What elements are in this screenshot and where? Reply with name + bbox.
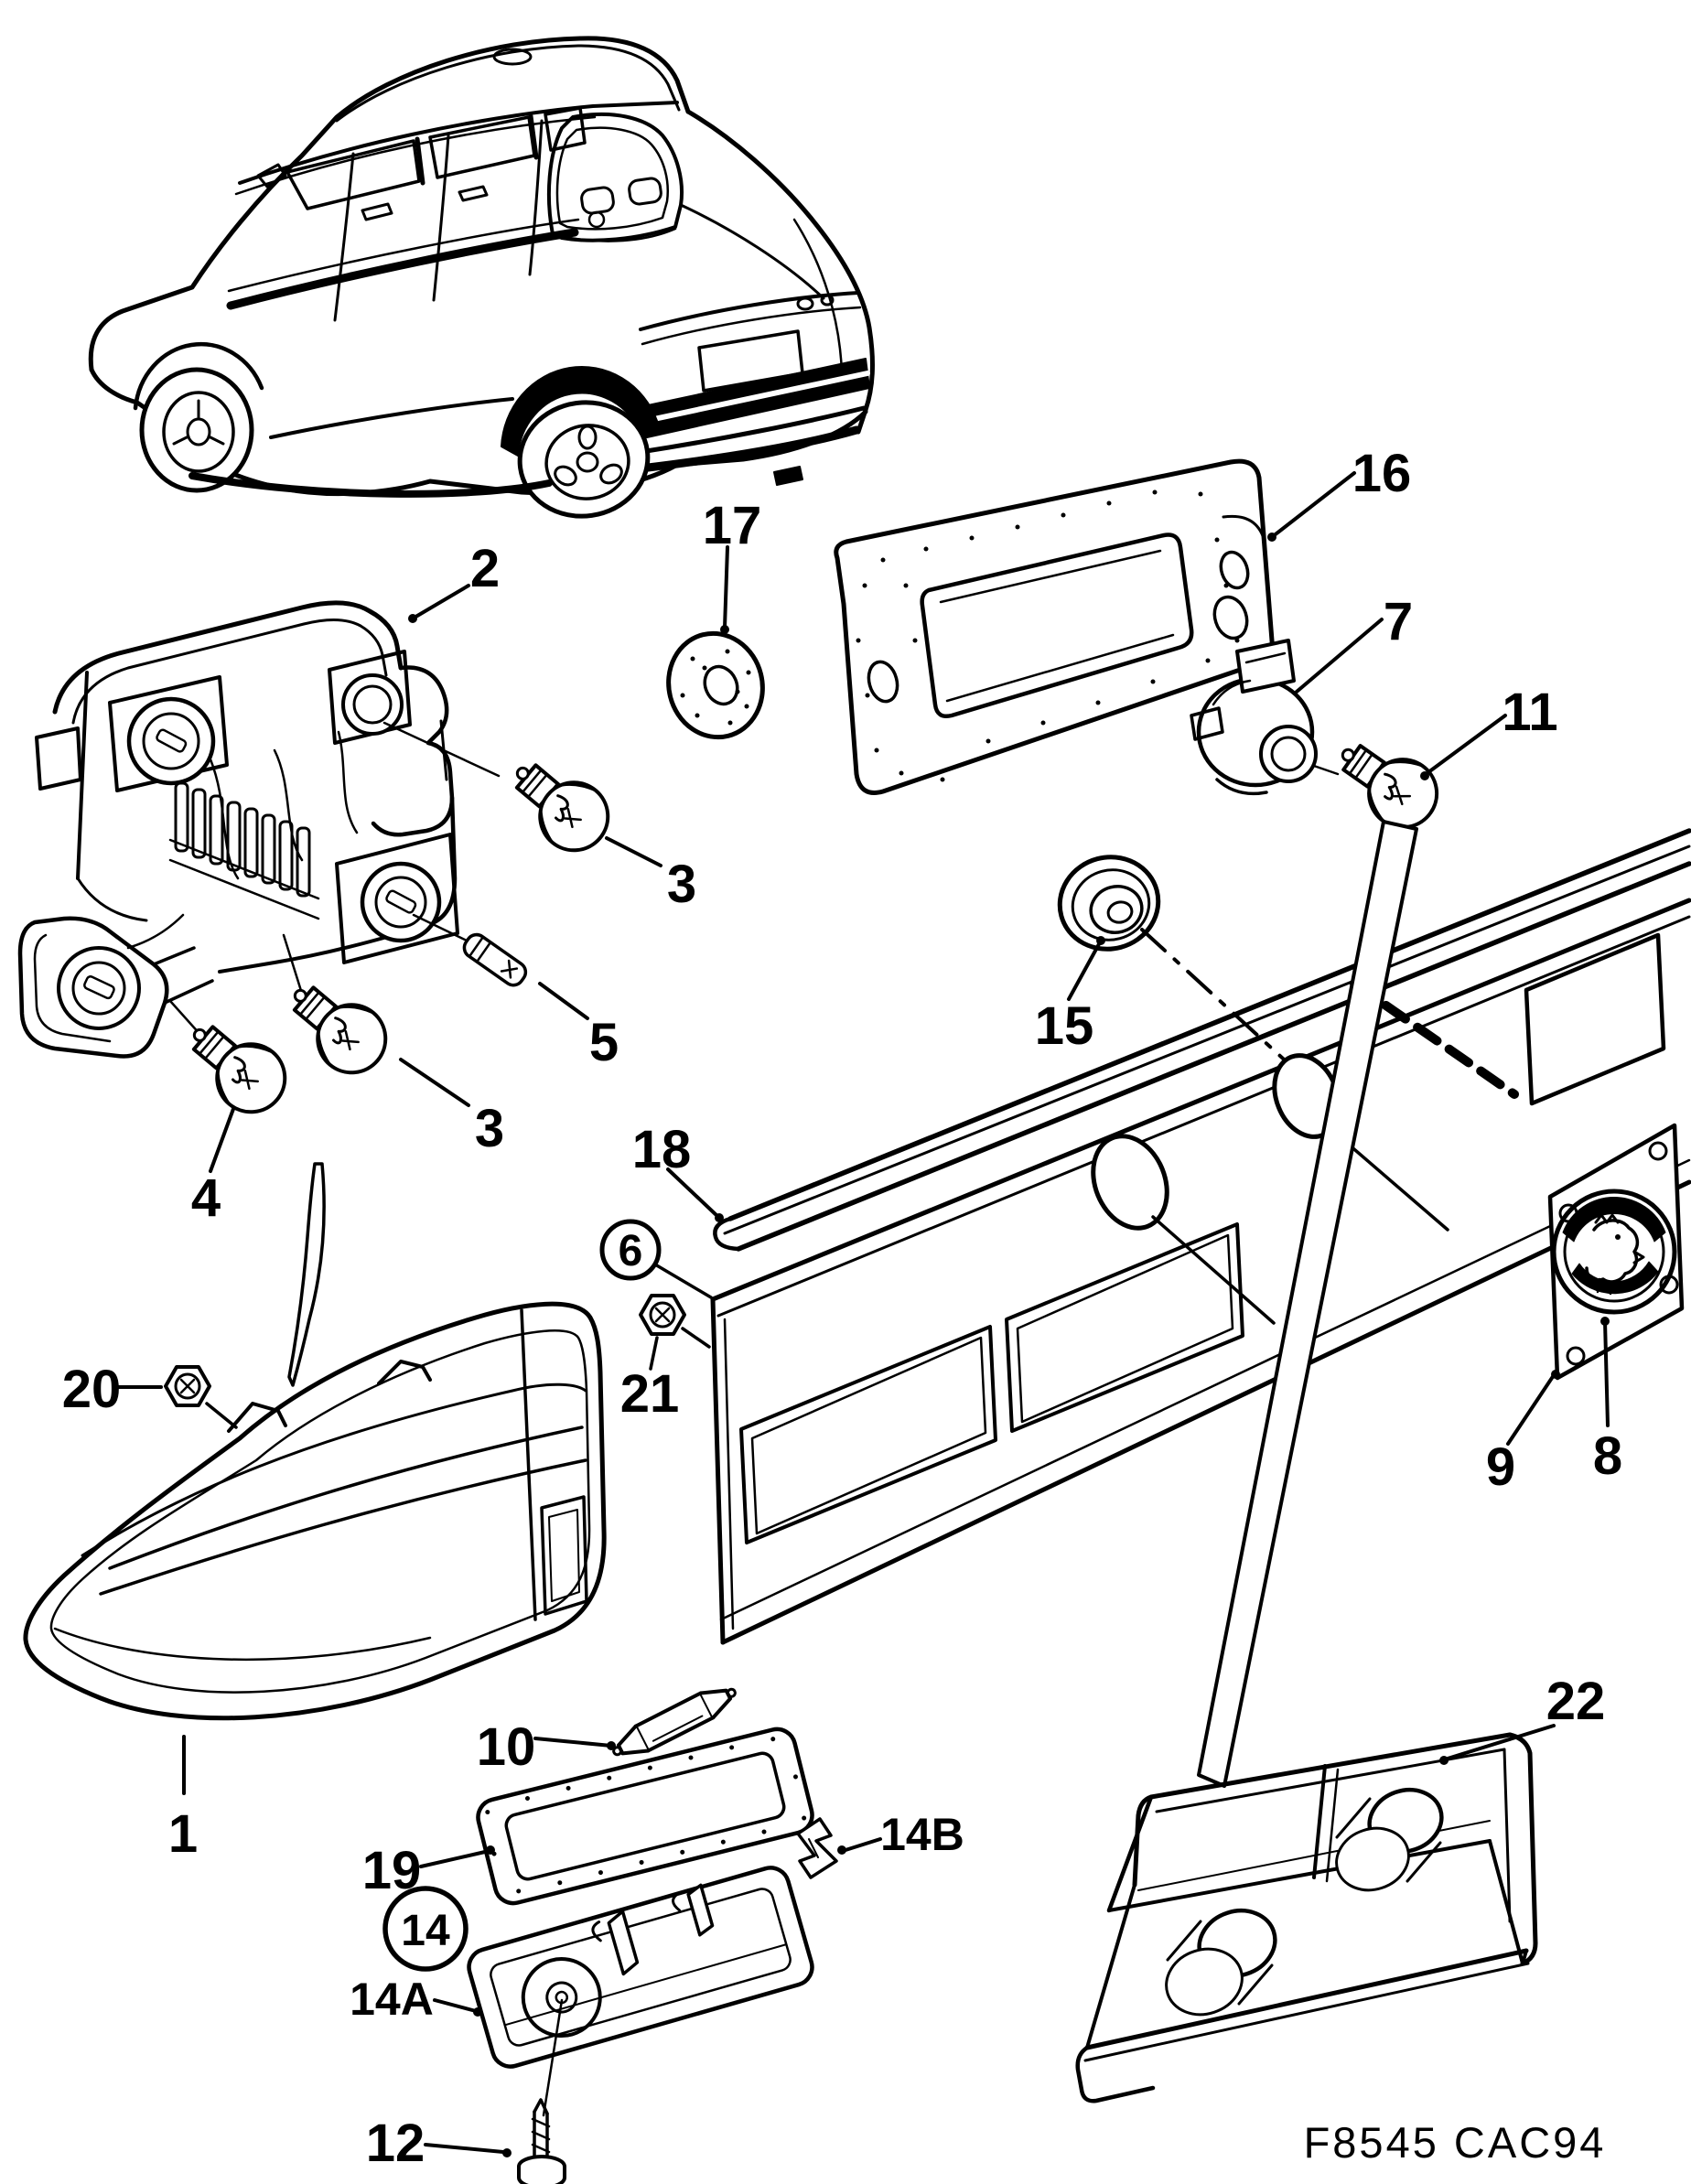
callout-label-22: 22 xyxy=(1546,1672,1606,1731)
callout-label-12: 12 xyxy=(366,2114,425,2173)
clip-14b xyxy=(796,1817,838,1879)
callout-label-15: 15 xyxy=(1035,996,1094,1056)
rear-lamp-unit-22 xyxy=(1075,1732,1538,2103)
callout-label-14b: 14B xyxy=(880,1809,964,1860)
grommet-15 xyxy=(1057,855,1161,952)
screw-12 xyxy=(517,2098,566,2184)
bulb-5 xyxy=(458,929,532,991)
callout-label-1: 1 xyxy=(168,1804,198,1864)
saab-emblem-plate xyxy=(1547,1123,1685,1381)
callout-label-10: 10 xyxy=(477,1717,536,1777)
callout-label-19: 19 xyxy=(362,1841,422,1900)
callout-label-14a: 14A xyxy=(350,1974,434,2025)
callout-label-17: 17 xyxy=(703,496,762,555)
lamp-gasket-19 xyxy=(476,1727,814,1906)
callout-label-4: 4 xyxy=(191,1168,221,1228)
festoon-bulb-10 xyxy=(612,1687,737,1757)
washer-17 xyxy=(666,630,765,740)
callout-label-5: 5 xyxy=(589,1013,619,1072)
callout-label-14: 14 xyxy=(401,1907,450,1955)
panel-sliver-left xyxy=(287,1162,326,1387)
callout-label-3-upper: 3 xyxy=(667,855,696,914)
figure-code: F8545 CAC94 xyxy=(1304,2118,1607,2167)
callout-label-2: 2 xyxy=(470,539,500,598)
callout-label-8: 8 xyxy=(1593,1426,1622,1486)
tail-lamp-lens xyxy=(23,1301,607,1721)
callout-label-6: 6 xyxy=(619,1227,643,1275)
callout-label-11: 11 xyxy=(1502,683,1557,742)
trim-panel xyxy=(710,898,1691,1645)
leader-lines xyxy=(115,471,1610,2154)
bulb-3-lower xyxy=(272,964,402,1089)
bulb-4 xyxy=(171,1004,301,1128)
car-illustration xyxy=(88,36,875,519)
grommet-install-line xyxy=(1140,928,1294,1069)
callout-label-9: 9 xyxy=(1486,1437,1515,1497)
gasket-plate-16 xyxy=(834,458,1275,795)
griffin-icon xyxy=(1585,1213,1645,1296)
trim-strip-18 xyxy=(713,828,1691,1252)
bulb-carrier-plate xyxy=(17,600,459,1059)
fastener-note-6 xyxy=(599,1219,713,1299)
callout-label-18: 18 xyxy=(632,1120,692,1179)
callout-label-3-lower: 3 xyxy=(475,1099,504,1158)
nut-20 xyxy=(164,1365,238,1429)
bulb-holder-7 xyxy=(1190,639,1318,796)
socket-to-bulb-lines xyxy=(168,721,1340,1038)
nut-21 xyxy=(639,1294,711,1371)
callout-label-20: 20 xyxy=(62,1360,122,1419)
callout-label-21: 21 xyxy=(620,1364,680,1424)
callout-label-7: 7 xyxy=(1384,592,1413,651)
bulb-3-upper xyxy=(494,742,624,866)
screw-guide-line xyxy=(542,1998,564,2117)
callout-label-16: 16 xyxy=(1352,444,1412,503)
leader-dots xyxy=(408,533,1610,2157)
assembly-note-14 xyxy=(382,1886,469,1972)
